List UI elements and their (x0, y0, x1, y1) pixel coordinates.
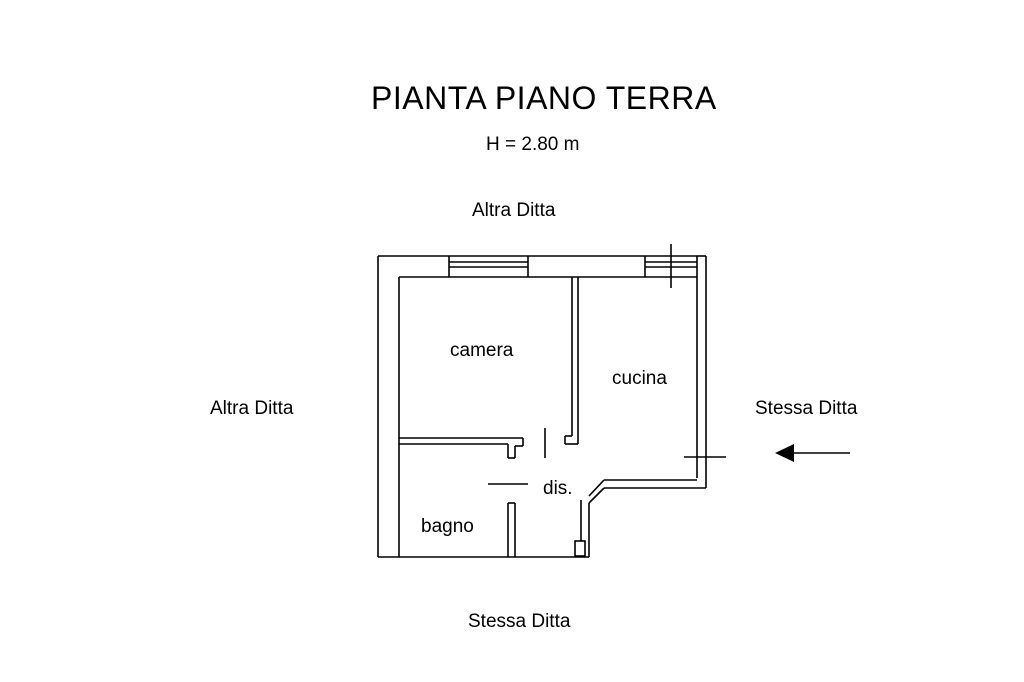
room-label-cucina: cucina (612, 368, 667, 389)
partition-camera-bagno (399, 437, 524, 459)
crosshair-right (684, 436, 726, 478)
partition-bagno-dis (507, 502, 516, 557)
partition-camera-cucina (564, 277, 579, 445)
neighbor-label-bottom: Stessa Ditta (468, 611, 571, 632)
ceiling-height-note: H = 2.80 m (486, 134, 580, 155)
column-post (574, 540, 586, 557)
neighbor-label-left: Altra Ditta (210, 398, 294, 419)
room-label-camera: camera (450, 340, 514, 361)
window-camera (448, 255, 529, 278)
room-label-bagno: bagno (421, 516, 474, 537)
neighbor-label-right: Stessa Ditta (755, 398, 858, 419)
neighbor-label-top: Altra Ditta (472, 200, 556, 221)
arrow-left-icon (775, 444, 850, 462)
outer-walls (377, 255, 707, 558)
room-label-disimpegno: dis. (543, 478, 573, 499)
plan-title: PIANTA PIANO TERRA (371, 80, 717, 116)
